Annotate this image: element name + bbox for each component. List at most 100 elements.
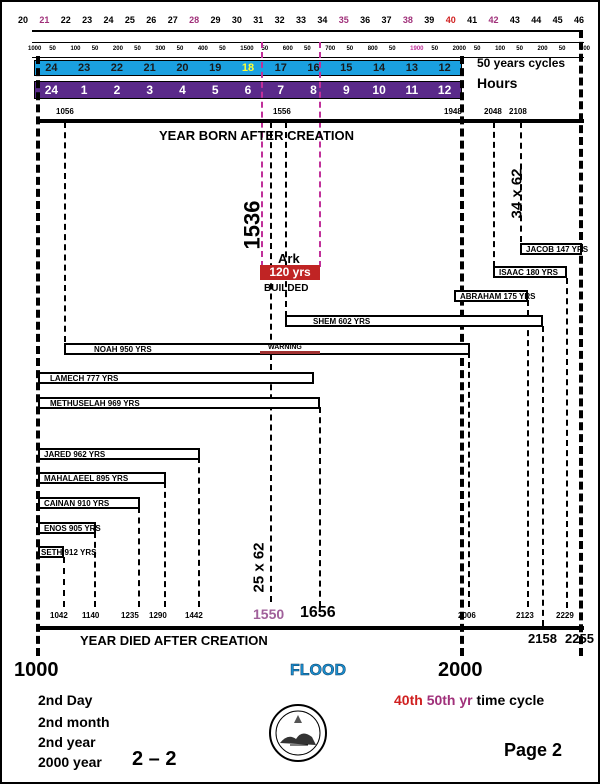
bl-line3: 2nd year: [38, 734, 96, 750]
died-line: [36, 626, 584, 630]
cycle-16: 16: [307, 62, 320, 74]
bl-line4: 2000 year: [38, 754, 102, 770]
ark-bar: 120 yrs: [260, 265, 320, 280]
bar-noah: NOAH 950 YRS: [64, 343, 470, 355]
line-1056: [64, 122, 66, 342]
line-1290: [164, 482, 166, 607]
line-2158: [542, 326, 544, 626]
died-2123: 2123: [516, 611, 534, 620]
cycle-21: 21: [143, 62, 156, 74]
hour-10: 10: [372, 83, 386, 97]
year-scale-item: 50: [388, 46, 396, 52]
died-2255: 2255: [565, 631, 594, 646]
died-title: YEAR DIED AFTER CREATION: [80, 633, 268, 648]
top-scale-40: 40: [445, 15, 456, 25]
born-year-1948: 1948: [444, 107, 462, 116]
died-1550: 1550: [253, 606, 285, 622]
bar-methuselah: METHUSELAH 969 YRS: [38, 397, 320, 409]
line-1235: [138, 507, 140, 607]
hour-3: 3: [146, 83, 154, 97]
warning-bar: [260, 351, 320, 354]
died-1656: 1656: [300, 604, 336, 621]
top-scale-29: 29: [210, 15, 221, 25]
mid-boundary-line: [460, 56, 464, 656]
top-scale-44: 44: [531, 15, 542, 25]
top-scale-20: 20: [18, 15, 29, 25]
line-1140: [94, 532, 96, 607]
time-cycle-text: time cycle: [476, 692, 545, 708]
cycle-13: 13: [405, 62, 418, 74]
year-scale-item: 1000: [28, 46, 42, 52]
pink-line-1536: [261, 42, 263, 267]
year-scale-item: 1900: [410, 46, 424, 52]
top-scale-37: 37: [381, 15, 392, 25]
bar-jared: JARED 962 YRS: [38, 448, 200, 460]
died-2158: 2158: [528, 631, 557, 646]
hour-24: 24: [44, 83, 59, 97]
cycle-23: 23: [78, 62, 91, 74]
hour-6: 6: [244, 83, 252, 97]
born-year-2108: 2108: [509, 107, 527, 116]
hour-7: 7: [277, 83, 285, 97]
cycle-20: 20: [176, 62, 189, 74]
line-1042: [63, 557, 65, 607]
year-scale-item: 100: [495, 46, 506, 52]
top-scale-25: 25: [124, 15, 135, 25]
top-scale-30: 30: [231, 15, 242, 25]
ark-builded: BUILDED: [264, 283, 309, 294]
born-year-1556: 1556: [273, 107, 291, 116]
cycle-24: 24: [45, 62, 58, 74]
born-year-2048: 2048: [484, 107, 502, 116]
time-cycle-40th: 40th: [394, 692, 423, 708]
top-scale-line: [32, 30, 582, 32]
cycle-19: 19: [209, 62, 222, 74]
top-scale-42: 42: [488, 15, 499, 25]
label-25x62: 25 x 62: [250, 542, 268, 593]
cycle-15: 15: [340, 62, 353, 74]
bar-cainan: CAINAN 910 YRS: [38, 497, 140, 509]
died-2229: 2229: [556, 611, 574, 620]
ark-title: Ark: [278, 251, 300, 266]
died-1290: 1290: [149, 611, 167, 620]
born-title: YEAR BORN AFTER CREATION: [159, 128, 354, 143]
year-scale-item: 50: [431, 46, 439, 52]
year-scale-item: 200: [112, 46, 123, 52]
top-scale-24: 24: [103, 15, 114, 25]
seal-logo: [268, 703, 328, 763]
year-scale-item: 50: [346, 46, 354, 52]
bar-jacob: JACOB 147 YRS: [520, 243, 588, 255]
top-scale-26: 26: [146, 15, 157, 25]
bar-abraham: ABRAHAM 175 YRS: [454, 290, 535, 302]
top-scale-32: 32: [274, 15, 285, 25]
year-scale-item: 200: [537, 46, 548, 52]
line-2048: [493, 122, 495, 267]
hour-5: 5: [211, 83, 219, 97]
left-boundary-line: [36, 56, 40, 656]
top-scale-28: 28: [189, 15, 200, 25]
year-scale-item: 100: [70, 46, 81, 52]
cycle-22: 22: [110, 62, 124, 74]
hour-12: 12: [437, 83, 452, 97]
bar-lamech: LAMECH 777 YRS: [38, 372, 314, 384]
bar-shem: SHEM 602 YRS: [285, 315, 543, 327]
cycle-17: 17: [274, 62, 287, 74]
label-34x62: 34 x 62: [508, 168, 526, 219]
year-scale-item: 800: [367, 46, 378, 52]
time-cycle-50th: 50th yr: [426, 692, 473, 708]
born-line: [36, 119, 584, 123]
top-scale-38: 38: [402, 15, 413, 25]
top-scale-22: 22: [60, 15, 71, 25]
died-1140: 1140: [82, 611, 100, 620]
year-scale-item: 50: [176, 46, 184, 52]
top-scale-46: 46: [574, 15, 585, 25]
bl-line2: 2nd month: [38, 714, 110, 730]
died-2006: 2006: [458, 611, 476, 620]
year-scale-item: 300: [155, 46, 166, 52]
hour-9: 9: [342, 83, 350, 97]
hour-4: 4: [179, 83, 186, 97]
